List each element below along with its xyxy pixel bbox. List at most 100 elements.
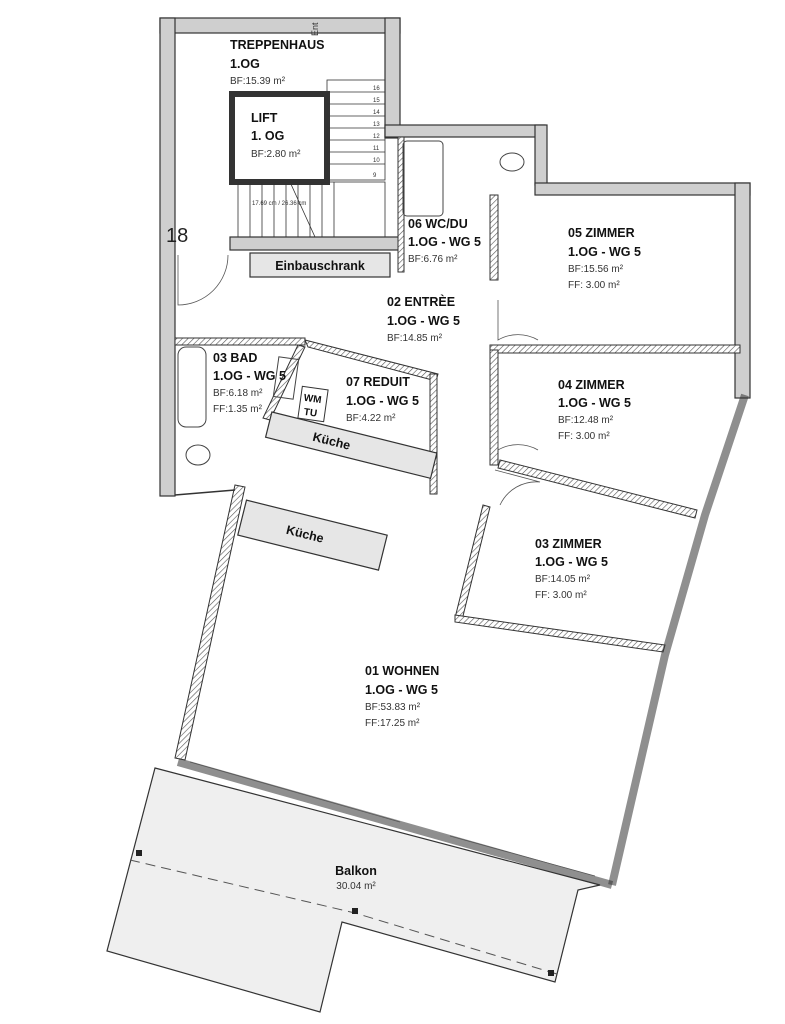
svg-text:1.OG: 1.OG xyxy=(230,57,260,71)
svg-text:1.OG - WG 5: 1.OG - WG 5 xyxy=(387,314,460,328)
wall xyxy=(489,349,499,466)
svg-text:05 ZIMMER: 05 ZIMMER xyxy=(568,226,635,240)
svg-text:1.OG - WG 5: 1.OG - WG 5 xyxy=(558,396,631,410)
svg-text:BF:14.05 m²: BF:14.05 m² xyxy=(535,574,591,585)
wall xyxy=(397,136,405,273)
wm-label: WM xyxy=(303,393,322,406)
room-lift: LIFT 1. OG BF:2.80 m² xyxy=(251,111,301,160)
wm-tu-box xyxy=(297,385,329,423)
stair-dimension: 17.69 cm / 26.36 cm xyxy=(252,201,306,207)
svg-text:03 ZIMMER: 03 ZIMMER xyxy=(535,537,602,551)
room-entree: 02 ENTRÈE 1.OG - WG 5 BF:14.85 m² xyxy=(387,294,460,344)
svg-text:BF:15.39 m²: BF:15.39 m² xyxy=(230,76,286,87)
room-wohnen: 01 WOHNEN 1.OG - WG 5 BF:53.83 m² FF:17.… xyxy=(365,664,439,729)
wall xyxy=(489,344,741,354)
svg-text:FF:1.35 m²: FF:1.35 m² xyxy=(213,404,263,415)
room-treppenhaus: TREPPENHAUS 1.OG BF:15.39 m² xyxy=(230,38,324,87)
wall xyxy=(497,459,698,519)
svg-text:BF:14.85 m²: BF:14.85 m² xyxy=(387,333,443,344)
shower xyxy=(402,140,444,217)
svg-text:02 ENTRÈE: 02 ENTRÈE xyxy=(387,294,455,309)
door[interactable] xyxy=(494,469,541,506)
svg-text:1.OG - WG 5: 1.OG - WG 5 xyxy=(408,235,481,249)
svg-text:BF:12.48 m²: BF:12.48 m² xyxy=(558,415,614,426)
wall xyxy=(159,17,401,34)
step-number: 13 xyxy=(373,122,380,128)
balkon-area xyxy=(106,767,601,1013)
wall xyxy=(454,614,666,653)
door[interactable] xyxy=(497,300,539,341)
wall xyxy=(534,124,548,186)
staircase xyxy=(237,79,386,238)
step-number: 15 xyxy=(373,98,380,104)
wall xyxy=(159,17,176,497)
room-zimmer-03: 03 ZIMMER 1.OG - WG 5 BF:14.05 m² FF: 3.… xyxy=(535,537,608,601)
svg-text:FF: 3.00 m²: FF: 3.00 m² xyxy=(535,590,587,601)
wall xyxy=(229,236,401,251)
svg-text:LIFT: LIFT xyxy=(251,111,278,125)
entry-label: Ent xyxy=(310,22,320,36)
svg-text:Balkon: Balkon xyxy=(335,864,377,878)
axis-label: 18 xyxy=(166,225,188,247)
tu-label: TU xyxy=(303,407,318,420)
door[interactable] xyxy=(177,254,229,306)
svg-text:FF: 3.00 m²: FF: 3.00 m² xyxy=(558,431,610,442)
step-number: 12 xyxy=(373,134,380,140)
wall xyxy=(734,182,751,399)
wall xyxy=(384,124,546,138)
svg-text:1.OG - WG 5: 1.OG - WG 5 xyxy=(213,369,286,383)
toilet xyxy=(185,444,211,466)
svg-text:BF:53.83 m²: BF:53.83 m² xyxy=(365,702,421,713)
svg-text:1.OG - WG 5: 1.OG - WG 5 xyxy=(535,555,608,569)
svg-text:07 REDUIT: 07 REDUIT xyxy=(346,375,410,389)
step-number: 10 xyxy=(373,158,380,164)
svg-text:1.OG - WG 5: 1.OG - WG 5 xyxy=(568,245,641,259)
einbauschrank-label: Einbauschrank xyxy=(275,259,365,273)
exterior-wall-right xyxy=(608,393,749,886)
step-number: 11 xyxy=(373,146,380,152)
washbasin xyxy=(272,356,300,400)
room-wc-du: 06 WC/DU 1.OG - WG 5 BF:6.76 m² xyxy=(408,217,481,265)
svg-text:BF:6.18 m²: BF:6.18 m² xyxy=(213,388,263,399)
window xyxy=(189,761,401,823)
wall xyxy=(534,182,751,196)
balkon-post xyxy=(136,850,142,856)
door[interactable] xyxy=(497,410,539,451)
svg-text:BF:4.22 m²: BF:4.22 m² xyxy=(346,413,396,424)
kueche-counter xyxy=(264,411,438,480)
wall xyxy=(174,337,306,346)
wall xyxy=(454,504,491,621)
svg-text:1.OG - WG 5: 1.OG - WG 5 xyxy=(365,683,438,697)
einbauschrank xyxy=(249,252,391,278)
svg-text:BF:15.56 m²: BF:15.56 m² xyxy=(568,264,624,275)
window xyxy=(449,835,596,877)
wall xyxy=(489,194,499,281)
wall xyxy=(384,17,401,139)
svg-text:FF:17.25 m²: FF:17.25 m² xyxy=(365,718,420,729)
svg-text:1.OG - WG 5: 1.OG - WG 5 xyxy=(346,394,419,408)
room-bad: 03 BAD 1.OG - WG 5 BF:6.18 m² FF:1.35 m² xyxy=(213,351,286,415)
svg-text:FF: 3.00 m²: FF: 3.00 m² xyxy=(568,280,620,291)
room-zimmer-05: 05 ZIMMER 1.OG - WG 5 BF:15.56 m² FF: 3.… xyxy=(568,226,641,291)
svg-text:04 ZIMMER: 04 ZIMMER xyxy=(558,378,625,392)
balkon-post xyxy=(548,970,554,976)
svg-text:1. OG: 1. OG xyxy=(251,129,284,143)
svg-text:TREPPENHAUS: TREPPENHAUS xyxy=(230,38,324,52)
toilet xyxy=(499,152,525,172)
wall xyxy=(429,373,438,495)
svg-text:03 BAD: 03 BAD xyxy=(213,351,257,365)
step-number: 9 xyxy=(373,173,377,179)
exterior-wall-bottom xyxy=(176,758,614,889)
step-number: 14 xyxy=(373,110,380,116)
wall xyxy=(174,484,246,761)
room-zimmer-04: 04 ZIMMER 1.OG - WG 5 BF:12.48 m² FF: 3.… xyxy=(558,378,631,442)
svg-text:BF:6.76 m²: BF:6.76 m² xyxy=(408,254,458,265)
room-balkon: Balkon 30.04 m² xyxy=(335,864,377,892)
exterior-wall xyxy=(174,489,236,496)
svg-text:06 WC/DU: 06 WC/DU xyxy=(408,217,468,231)
svg-text:BF:2.80 m²: BF:2.80 m² xyxy=(251,149,301,160)
bathtub xyxy=(177,346,207,428)
svg-text:30.04 m²: 30.04 m² xyxy=(336,881,376,892)
svg-text:01 WOHNEN: 01 WOHNEN xyxy=(365,664,439,678)
balkon-post xyxy=(352,908,358,914)
